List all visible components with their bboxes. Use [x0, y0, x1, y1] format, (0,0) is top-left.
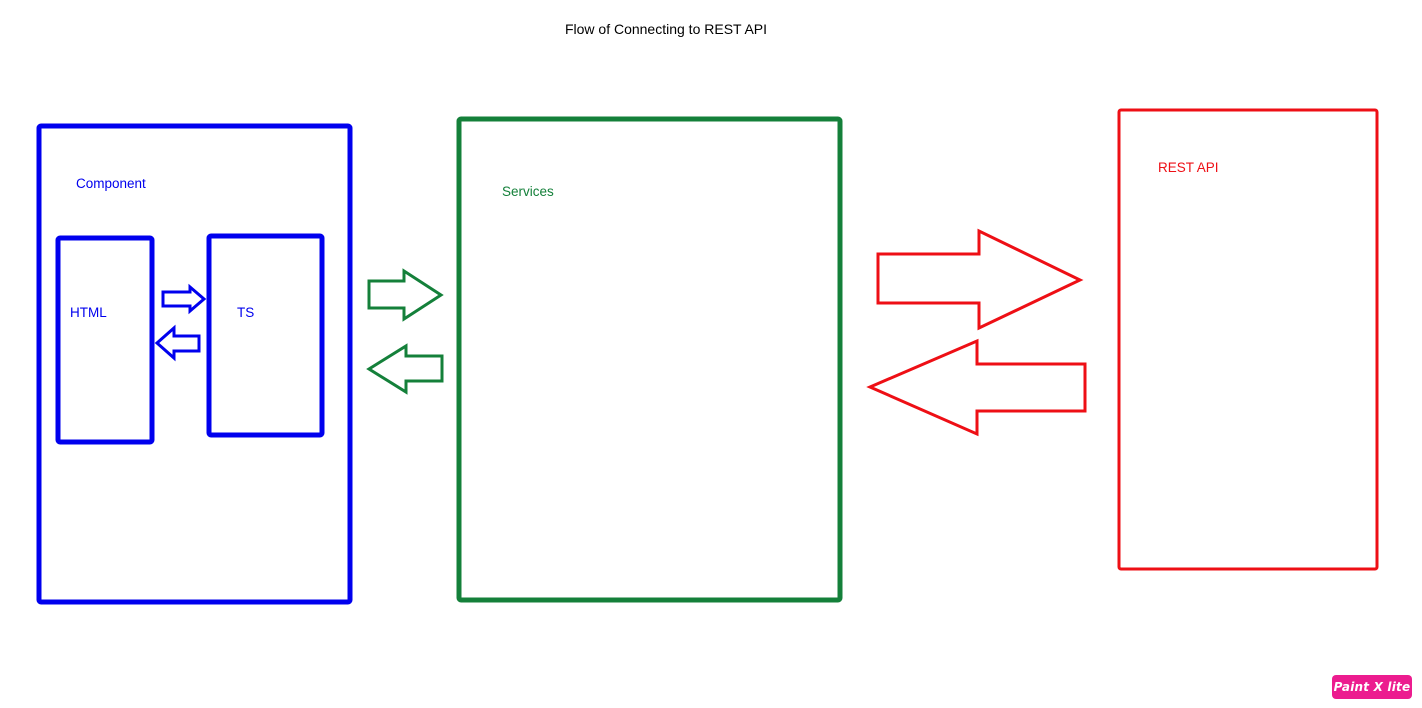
rest-api-box [1117, 108, 1379, 571]
rest-api-label: REST API [1158, 160, 1219, 175]
html-to-ts-arrow-icon [161, 283, 207, 315]
services-box [456, 116, 843, 603]
component-to-services-arrow-icon [367, 268, 444, 322]
ts-label: TS [237, 305, 254, 320]
services-to-rest-api-arrow-icon [876, 228, 1084, 331]
services-label: Services [502, 184, 554, 199]
ts-box [206, 233, 325, 438]
paint-x-lite-watermark: Paint X lite [1332, 675, 1412, 699]
services-to-component-arrow-icon [366, 343, 444, 395]
diagram-title: Flow of Connecting to REST API [565, 21, 767, 37]
html-box [55, 235, 155, 445]
component-label: Component [76, 176, 146, 191]
rest-api-to-services-arrow-icon [866, 338, 1087, 437]
html-label: HTML [70, 305, 107, 320]
component-box [36, 123, 353, 605]
ts-to-html-arrow-icon [154, 324, 201, 362]
